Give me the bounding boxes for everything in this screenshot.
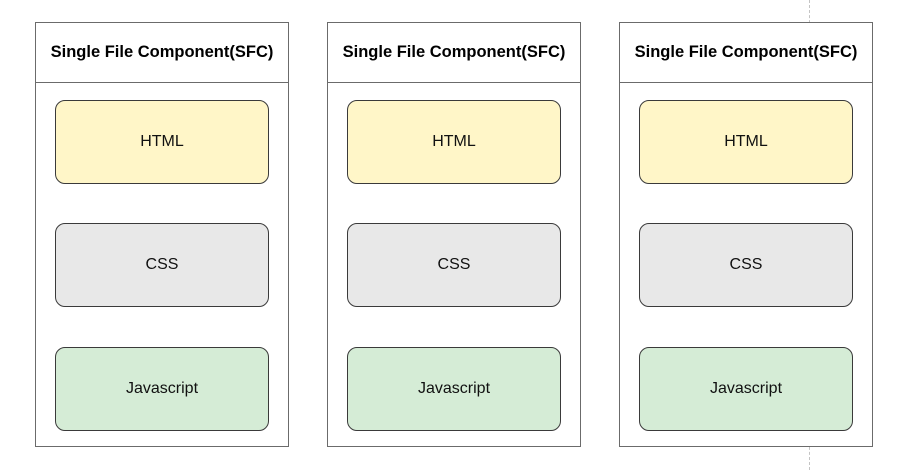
javascript-block: Javascript [55, 347, 269, 431]
css-block: CSS [347, 223, 561, 307]
html-block: HTML [639, 100, 853, 184]
css-block: CSS [639, 223, 853, 307]
sfc-title: Single File Component(SFC) [620, 23, 872, 83]
sfc-container-1: Single File Component(SFC) HTML CSS Java… [35, 22, 289, 447]
sfc-title: Single File Component(SFC) [328, 23, 580, 83]
sfc-title: Single File Component(SFC) [36, 23, 288, 83]
javascript-block: Javascript [639, 347, 853, 431]
html-block: HTML [347, 100, 561, 184]
sfc-container-2: Single File Component(SFC) HTML CSS Java… [327, 22, 581, 447]
html-block: HTML [55, 100, 269, 184]
css-block: CSS [55, 223, 269, 307]
javascript-block: Javascript [347, 347, 561, 431]
sfc-container-3: Single File Component(SFC) HTML CSS Java… [619, 22, 873, 447]
